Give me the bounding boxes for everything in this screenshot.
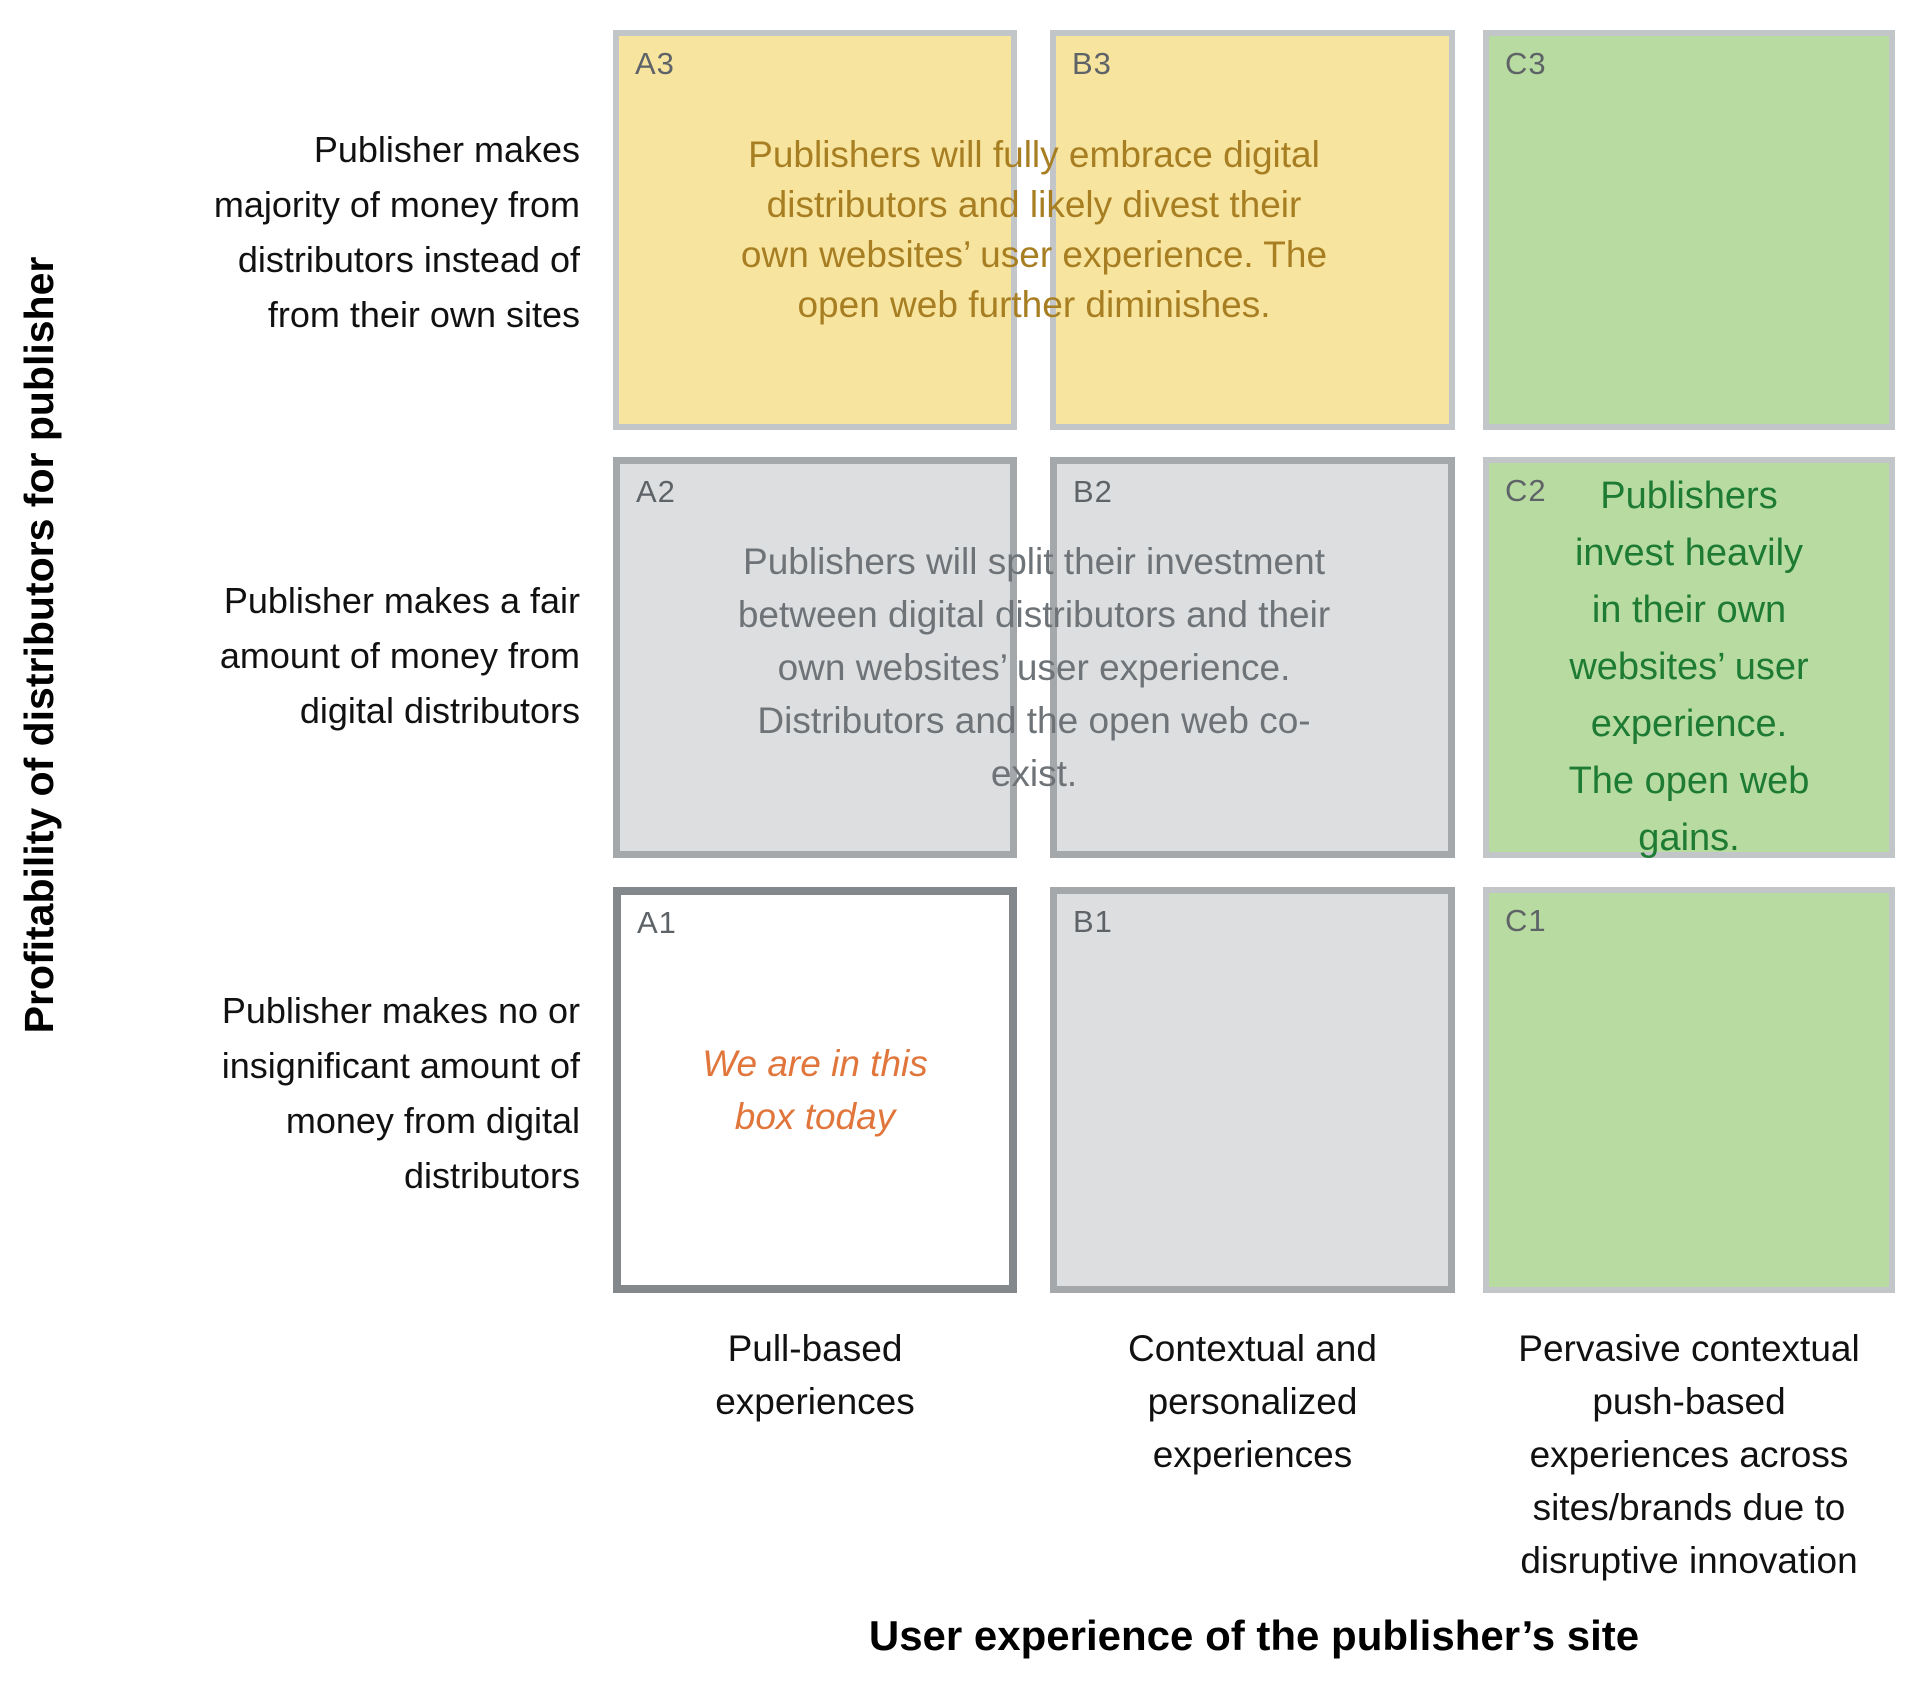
cell-b3: B3 (1050, 30, 1455, 430)
cell-c2-text: Publishers invest heavily in their own w… (1568, 475, 1810, 859)
x-axis-title: User experience of the publisher’s site (868, 1612, 1640, 1659)
cell-a1-label: A1 (637, 905, 677, 940)
cell-c2-label: C2 (1505, 473, 1547, 508)
row-label-bottom: Publisher makes no or insignificant amou… (221, 990, 580, 1196)
cell-a3-label: A3 (635, 46, 675, 81)
y-axis-title: Profitability of distributors for publis… (16, 256, 62, 1034)
cell-c3-label: C3 (1505, 46, 1547, 81)
cell-b2-label: B2 (1073, 474, 1113, 509)
row-label-top: Publisher makes majority of money from d… (213, 129, 580, 335)
cell-c2: C2 Publishers invest heavily in their ow… (1483, 457, 1895, 859)
cell-b1-label: B1 (1073, 904, 1113, 939)
cell-c3: C3 (1483, 30, 1895, 430)
column-label-b: Contextual and personalized experiences (1128, 1328, 1377, 1475)
cell-b2: B2 (1050, 457, 1455, 858)
cell-b3-label: B3 (1072, 46, 1112, 81)
row-label-middle: Publisher makes a fair amount of money f… (219, 580, 580, 731)
cell-c1-label: C1 (1505, 903, 1547, 938)
cell-a2: A2 (613, 457, 1017, 858)
cell-c1: C1 (1483, 887, 1895, 1293)
column-label-a: Pull-based experiences (715, 1328, 915, 1422)
cell-a1: A1 We are in this box today (613, 887, 1017, 1293)
cell-a3: A3 (613, 30, 1017, 430)
cell-a1-note: We are in this box today (702, 1043, 928, 1137)
column-label-c: Pervasive contextual push-based experien… (1518, 1328, 1860, 1581)
cell-b1: B1 (1050, 887, 1455, 1293)
cell-a2-label: A2 (636, 474, 676, 509)
